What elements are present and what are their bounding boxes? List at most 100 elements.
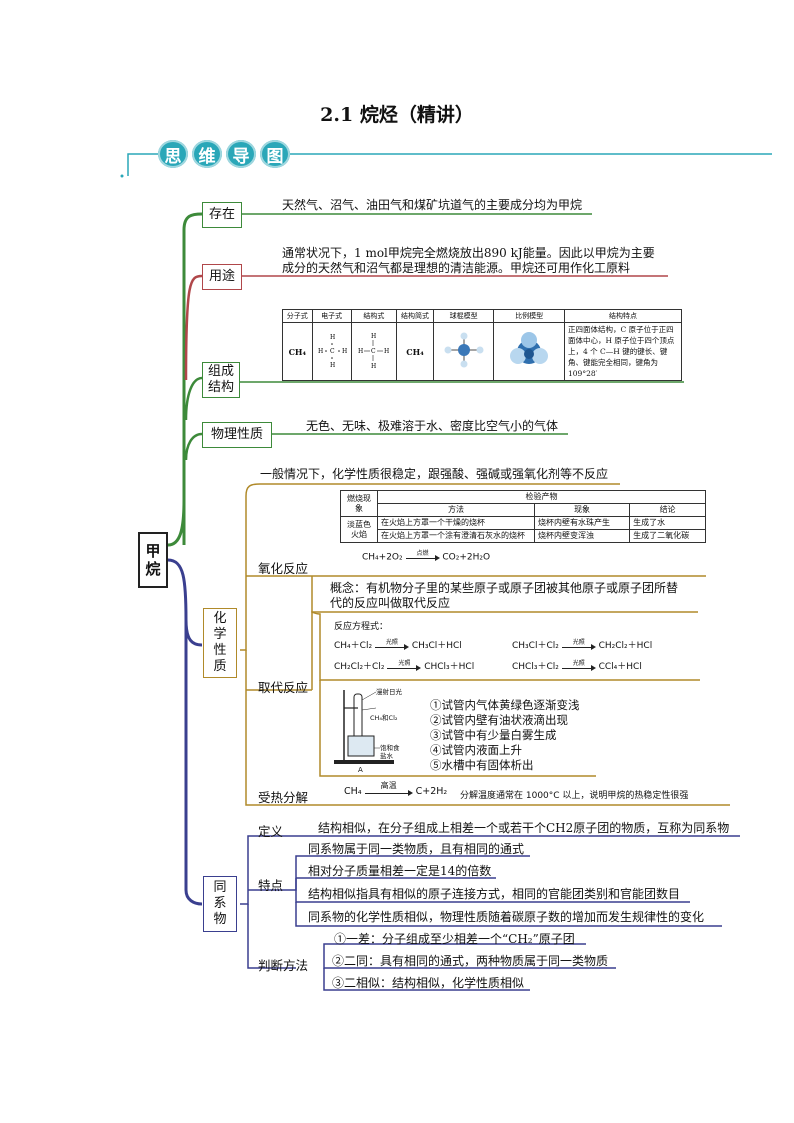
- root-label: 甲烷: [145, 542, 161, 578]
- svg-text:H: H: [371, 333, 376, 340]
- structural-formula-icon: H C H H H: [358, 333, 389, 370]
- node-label: 组成结构: [207, 364, 234, 395]
- ball-stick-model-icon: [444, 332, 484, 368]
- equation-right: C+2H₂: [415, 786, 448, 797]
- experiment-apparatus-figure: [334, 690, 394, 764]
- list-item: ④试管内液面上升: [430, 743, 522, 757]
- table-header: 结构简式: [396, 309, 434, 323]
- use-text-line1: 通常状况下，1 mol甲烷完全燃烧放出890 kJ能量。因此以甲烷为主要: [282, 246, 655, 260]
- exist-text: 天然气、沼气、油田气和煤矿坑道气的主要成分均为甲烷: [282, 198, 583, 212]
- molecular-formula: CH₄: [282, 322, 313, 381]
- root-node: 甲烷: [138, 532, 168, 588]
- equation-right: CHCl₃＋HCl: [424, 662, 475, 672]
- feature-item: 同系物的化学性质相似，物理性质随着碳原子数的增加而发生规律性的变化: [308, 910, 705, 924]
- table-header: 比例模型: [493, 309, 565, 323]
- svg-text:H: H: [371, 363, 376, 370]
- reaction-condition: 光照: [385, 638, 398, 646]
- equation-right: CCl₄＋HCl: [598, 662, 642, 672]
- oxidation-label: 氧化反应: [258, 561, 309, 576]
- judge-item: ①一差：分子组成至少相差一个“CH₂”原子团: [334, 932, 575, 946]
- physical-text: 无色、无味、极难溶于水、密度比空气小的气体: [306, 419, 559, 433]
- mind-map-badge: 思 维 导 图: [158, 140, 290, 168]
- table-header: 结论: [629, 503, 706, 517]
- table-header: 结构式: [350, 309, 398, 323]
- svg-text:H: H: [330, 362, 335, 369]
- substitution-concept-line1: 概念：有机物分子里的某些原子或原子团被其他原子或原子团所替: [330, 581, 679, 595]
- table-header: 现象: [533, 503, 631, 517]
- feature-item: 结构相似指具有相似的原子连接方式，相同的官能团类别和官能团数目: [308, 887, 681, 901]
- equation-left: CH₃Cl＋Cl₂: [512, 641, 559, 651]
- svg-text:H: H: [384, 348, 389, 355]
- substitution-equation-2: CH₃Cl＋Cl₂ 光照 CH₂Cl₂＋HCl: [512, 638, 653, 652]
- page-title: 2.1 烷烃（精讲）: [320, 104, 474, 126]
- table-header: 电子式: [311, 309, 352, 323]
- node-label: 用途: [208, 269, 235, 284]
- equation-left: CH₂Cl₂＋Cl₂: [334, 662, 385, 672]
- badge-char: 导: [226, 140, 256, 168]
- equation-right: CH₃Cl＋HCl: [411, 641, 462, 651]
- table-cell: 在火焰上方罩一个涂有澄清石灰水的烧杯: [377, 529, 535, 543]
- node-homolog: 同系物: [203, 876, 237, 932]
- observation-list: ①试管内气体黄绿色逐渐变浅 ②试管内壁有油状液滴出现 ③试管中有少量白雾生成 ④…: [430, 698, 580, 773]
- chem-general-text: 一般情况下，化学性质很稳定，跟强酸、强碱或强氧化剂等不反应: [260, 467, 609, 481]
- table-cell: 在火焰上方罩一个干燥的烧杯: [377, 516, 535, 530]
- light-label: 漫射日光: [376, 688, 402, 696]
- equation-left: CH₄: [344, 786, 362, 797]
- feature-item: 同系物属于同一类物质，且有相同的通式: [308, 842, 525, 856]
- definition-text: 结构相似，在分子组成上相差一个或若干个CH2原子团的物质，互称为同系物: [318, 821, 730, 835]
- node-label: 物理性质: [210, 427, 263, 442]
- node-label: 存在: [208, 207, 235, 222]
- substitution-concept-line2: 代的反应叫做取代反应: [330, 596, 451, 610]
- equation-left: CHCl₃＋Cl₂: [512, 662, 559, 672]
- table-header: 燃烧现象: [340, 490, 378, 517]
- table-header: 方法: [377, 503, 535, 517]
- node-exist: 存在: [202, 202, 242, 228]
- salt-water-label: 饱和食盐水: [380, 744, 400, 760]
- reaction-arrow: 光照: [374, 639, 409, 651]
- equation-right: CO₂+2H₂O: [442, 552, 491, 563]
- heat-note: 分解温度通常在 1000°C 以上，说明甲烷的热稳定性很强: [460, 791, 689, 801]
- gas-label: CH₄和Cl₂: [370, 714, 398, 722]
- substitution-equation-1: CH₄＋Cl₂ 光照 CH₃Cl＋HCl: [334, 638, 462, 652]
- reaction-arrow: 高温: [364, 781, 413, 797]
- ball-stick-model: [432, 322, 495, 381]
- reaction-arrow: 光照: [561, 660, 596, 672]
- simple-formula: CH₄: [396, 322, 434, 381]
- node-label: 化学性质: [213, 611, 227, 674]
- table-header: 分子式: [282, 309, 313, 323]
- table-header: 结构特点: [564, 309, 682, 323]
- feature-label: 特点: [258, 878, 284, 893]
- reaction-condition: 光照: [572, 659, 585, 667]
- flame-color: 淡蓝色火焰: [340, 516, 378, 543]
- node-chemical: 化学性质: [203, 608, 237, 678]
- equation-right: CH₂Cl₂＋HCl: [598, 641, 653, 651]
- combustion-equation: CH₄+2O₂ 点燃 CO₂+2H₂O: [362, 550, 491, 563]
- heat-equation: CH₄ 高温 C+2H₂: [344, 781, 448, 798]
- use-text-line2: 成分的天然气和沼气都是理想的清洁能源。甲烷还可用作化工原料: [282, 261, 631, 275]
- substitution-equation-3: CH₂Cl₂＋Cl₂ 光照 CHCl₃＋HCl: [334, 659, 475, 673]
- feature-item: 相对分子质量相差一定是14的倍数: [308, 864, 492, 878]
- svg-text:H: H: [330, 334, 335, 341]
- reaction-equation-label: 反应方程式：: [334, 622, 389, 632]
- oxidation-table: 燃烧现象 检验产物 方法 现象 结论 淡蓝色火焰 在火焰上方罩一个干燥的烧杯 烧…: [340, 490, 706, 543]
- space-filling-model-icon: [510, 332, 549, 364]
- node-label: 同系物: [213, 880, 227, 927]
- list-item: ②试管内壁有油状液滴出现: [430, 713, 568, 727]
- svg-text:C: C: [330, 348, 335, 355]
- structural-formula-figure: H C H H H: [350, 322, 398, 381]
- svg-text:C: C: [371, 348, 376, 355]
- node-use: 用途: [202, 264, 242, 290]
- judge-method-label: 判断方法: [258, 958, 309, 973]
- badge-char: 思: [158, 140, 188, 168]
- apparatus-mark: A: [358, 766, 363, 774]
- table-cell: 生成了二氧化碳: [629, 529, 706, 543]
- reaction-arrow: 光照: [561, 639, 596, 651]
- substitution-label: 取代反应: [258, 680, 309, 695]
- table-header: 检验产物: [377, 490, 706, 504]
- svg-text:H: H: [358, 348, 363, 355]
- table-cell: 烧杯内壁有水珠产生: [533, 516, 631, 530]
- judge-item: ③二相似：结构相似，化学性质相似: [332, 976, 525, 990]
- svg-text:H: H: [342, 348, 347, 355]
